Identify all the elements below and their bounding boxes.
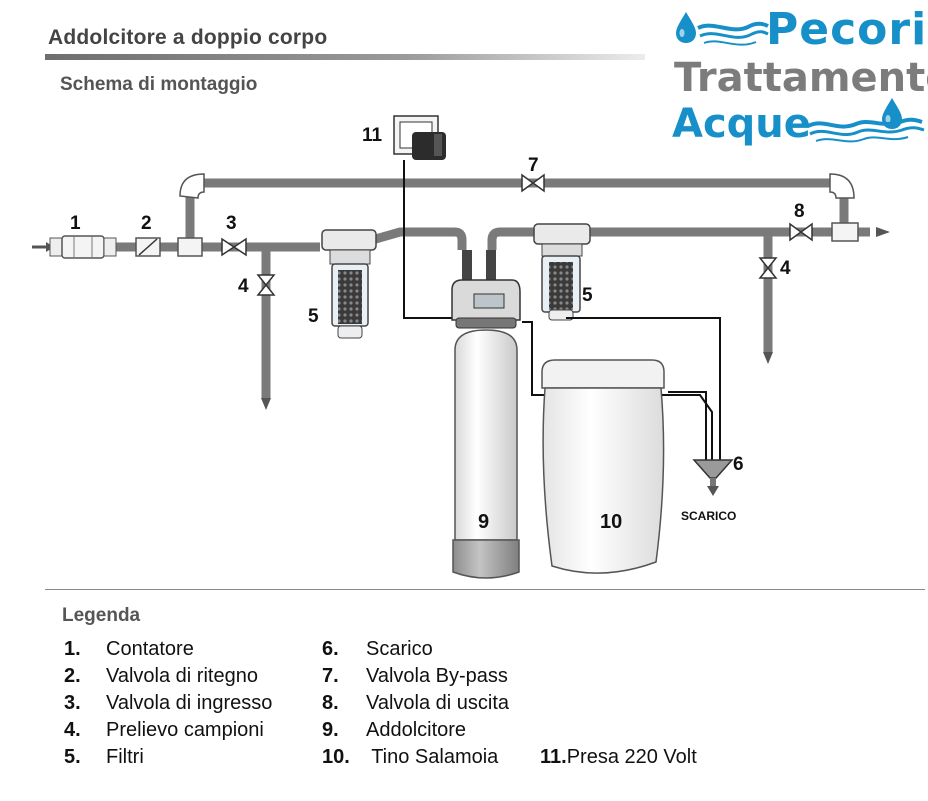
label-9: 9 <box>478 511 489 533</box>
legend-num: 2. <box>64 665 81 687</box>
logo-text-trattamento: Trattamento <box>674 55 928 101</box>
legend-title: Legenda <box>62 605 141 626</box>
legend-text: Tino Salamoia <box>371 746 499 768</box>
legend-num: 1. <box>64 638 81 660</box>
outlet-arrow <box>876 227 890 237</box>
label-6: 6 <box>733 454 744 475</box>
legend-text: Valvola By-pass <box>366 665 508 687</box>
legend-divider <box>45 589 925 590</box>
label-scarico: SCARICO <box>681 509 736 523</box>
legend-item: 9. Addolcitore <box>322 719 466 742</box>
legend-item: 11.Presa 220 Volt <box>540 746 697 769</box>
legend-item: 7. Valvola By-pass <box>322 665 508 688</box>
check-valve <box>135 237 161 257</box>
label-5-left: 5 <box>308 306 319 327</box>
label-1: 1 <box>70 213 81 234</box>
filter-left <box>321 229 377 339</box>
softener-tank <box>452 329 520 579</box>
bypass-tee-in <box>177 237 203 257</box>
legend-num: 11. <box>540 746 567 768</box>
legend-num: 6. <box>322 638 339 660</box>
water-wave-icon <box>676 12 925 143</box>
legend-text: Scarico <box>366 638 433 660</box>
legend-num: 5. <box>64 746 81 768</box>
label-3: 3 <box>226 213 237 234</box>
sample-arrow-left <box>261 398 271 410</box>
company-logo: Pecori Trattamento Acque <box>660 0 928 160</box>
label-4-left: 4 <box>238 276 249 297</box>
legend-text: Prelievo campioni <box>106 719 264 741</box>
label-10: 10 <box>600 511 622 533</box>
legend-text: Valvola di uscita <box>366 692 510 714</box>
legend-num: 8. <box>322 692 339 714</box>
logo-text-pecori: Pecori <box>766 4 928 55</box>
legend-num: 9. <box>322 719 339 741</box>
page-title: Addolcitore a doppio corpo <box>48 26 328 49</box>
filter-right <box>533 223 591 321</box>
power-socket <box>393 115 446 160</box>
legend-num: 10. <box>322 746 350 768</box>
legend-item: 1. Contatore <box>64 638 194 661</box>
legend-item: 3. Valvola di ingresso <box>64 692 272 715</box>
water-meter <box>49 235 117 259</box>
legend-num: 4. <box>64 719 81 741</box>
label-4-right: 4 <box>780 258 791 279</box>
drain-funnel <box>692 459 734 496</box>
legend-text: Filtri <box>106 746 144 768</box>
label-11: 11 <box>362 125 383 146</box>
logo-text-acque: Acque <box>672 101 811 147</box>
label-8: 8 <box>794 201 805 222</box>
sample-valve-right <box>758 257 778 279</box>
legend-text: Presa 220 Volt <box>566 746 697 768</box>
legend-item: 5. Filtri <box>64 746 144 769</box>
legend-num: 3. <box>64 692 81 714</box>
legend-text: Contatore <box>106 638 194 660</box>
bypass-tee-out <box>831 222 859 242</box>
legend-text: Valvola di ritegno <box>106 665 258 687</box>
outlet-valve <box>789 222 813 242</box>
brine-tank <box>541 359 665 574</box>
inlet-valve <box>221 237 247 257</box>
sample-valve-left <box>256 274 276 296</box>
sample-arrow-right <box>763 352 773 364</box>
control-valve <box>451 250 521 329</box>
legend-text: Valvola di ingresso <box>106 692 273 714</box>
installation-diagram: 1 2 3 4 5 5 4 6 7 8 9 10 11 SCARICO <box>32 115 890 579</box>
label-7: 7 <box>528 155 539 176</box>
bypass-valve <box>521 173 545 193</box>
legend-item: 6. Scarico <box>322 638 433 661</box>
label-5-right: 5 <box>582 285 593 306</box>
title-rule <box>45 54 645 60</box>
legend-item: 8. Valvola di uscita <box>322 692 509 715</box>
pipe-elbows <box>179 173 855 199</box>
legend-num: 7. <box>322 665 339 687</box>
label-2: 2 <box>141 213 152 234</box>
legend-item: 4. Prelievo campioni <box>64 719 264 742</box>
page-subtitle: Schema di montaggio <box>60 74 258 95</box>
legend-text: Addolcitore <box>366 719 467 741</box>
legend-item: 10. Tino Salamoia <box>322 746 498 769</box>
legend-item: 2. Valvola di ritegno <box>64 665 258 688</box>
